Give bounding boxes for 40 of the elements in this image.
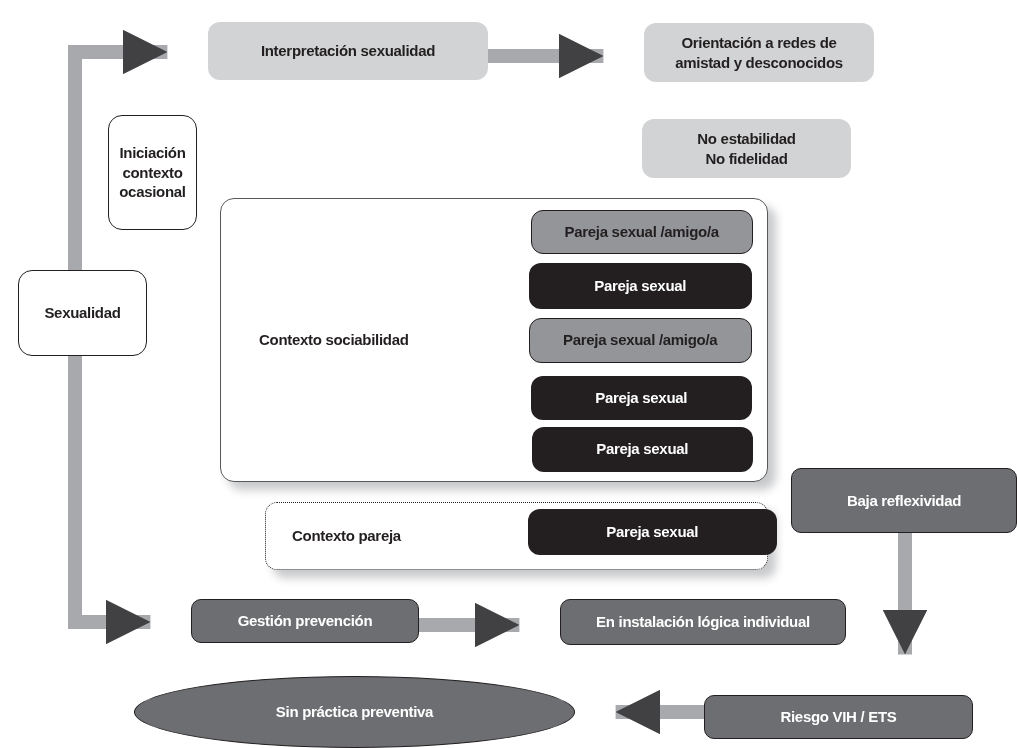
arrow (615, 689, 704, 735)
rounded-box (644, 23, 874, 82)
rounded-box (18, 270, 147, 356)
arrow (68, 29, 168, 270)
rounded-box (791, 468, 1017, 533)
node-label: Interpretación sexualidad (260, 41, 436, 61)
rounded-box (560, 599, 846, 645)
node-label: Contexto sociabilidad (259, 330, 409, 350)
node-label: No estabilidad No fidelidad (696, 129, 797, 168)
arrow (68, 356, 151, 645)
rounded-box (531, 426, 753, 472)
node-label: Baja reflexividad (846, 490, 962, 511)
rounded-box (528, 317, 752, 363)
group-container (220, 198, 768, 482)
node-label: Sin práctica preventiva (275, 702, 434, 722)
node-label: Riesgo VIH / ETS (780, 707, 897, 727)
node-label: Contexto pareja (292, 526, 401, 546)
rounded-box (530, 209, 753, 254)
node-label: Pareja sexual (594, 275, 687, 296)
node-label: Pareja sexual /amigo/a (564, 221, 719, 242)
node-label: Pareja sexual (595, 387, 688, 408)
rounded-box (527, 508, 777, 555)
rounded-box (530, 375, 752, 420)
node-label: Gestión prevención (237, 611, 373, 631)
node-label: Orientación a redes de amistad y desconocidos (674, 33, 844, 72)
node-label: Pareja sexual /amigo/a (563, 330, 718, 350)
arrow (882, 533, 928, 655)
rounded-box (108, 115, 197, 230)
node-label: Sexualidad (44, 303, 121, 323)
rounded-box (191, 599, 419, 643)
rounded-box (528, 262, 752, 309)
node-label: Iniciación contexto ocasional (118, 143, 187, 202)
arrow (488, 33, 604, 79)
rounded-box (704, 695, 973, 739)
rounded-box (208, 22, 488, 80)
arrow (419, 602, 520, 648)
node-label: Pareja sexual (606, 521, 699, 542)
node-label: En instalación lógica individual (596, 612, 810, 632)
node-label: Pareja sexual (596, 439, 689, 459)
rounded-box (642, 119, 851, 178)
